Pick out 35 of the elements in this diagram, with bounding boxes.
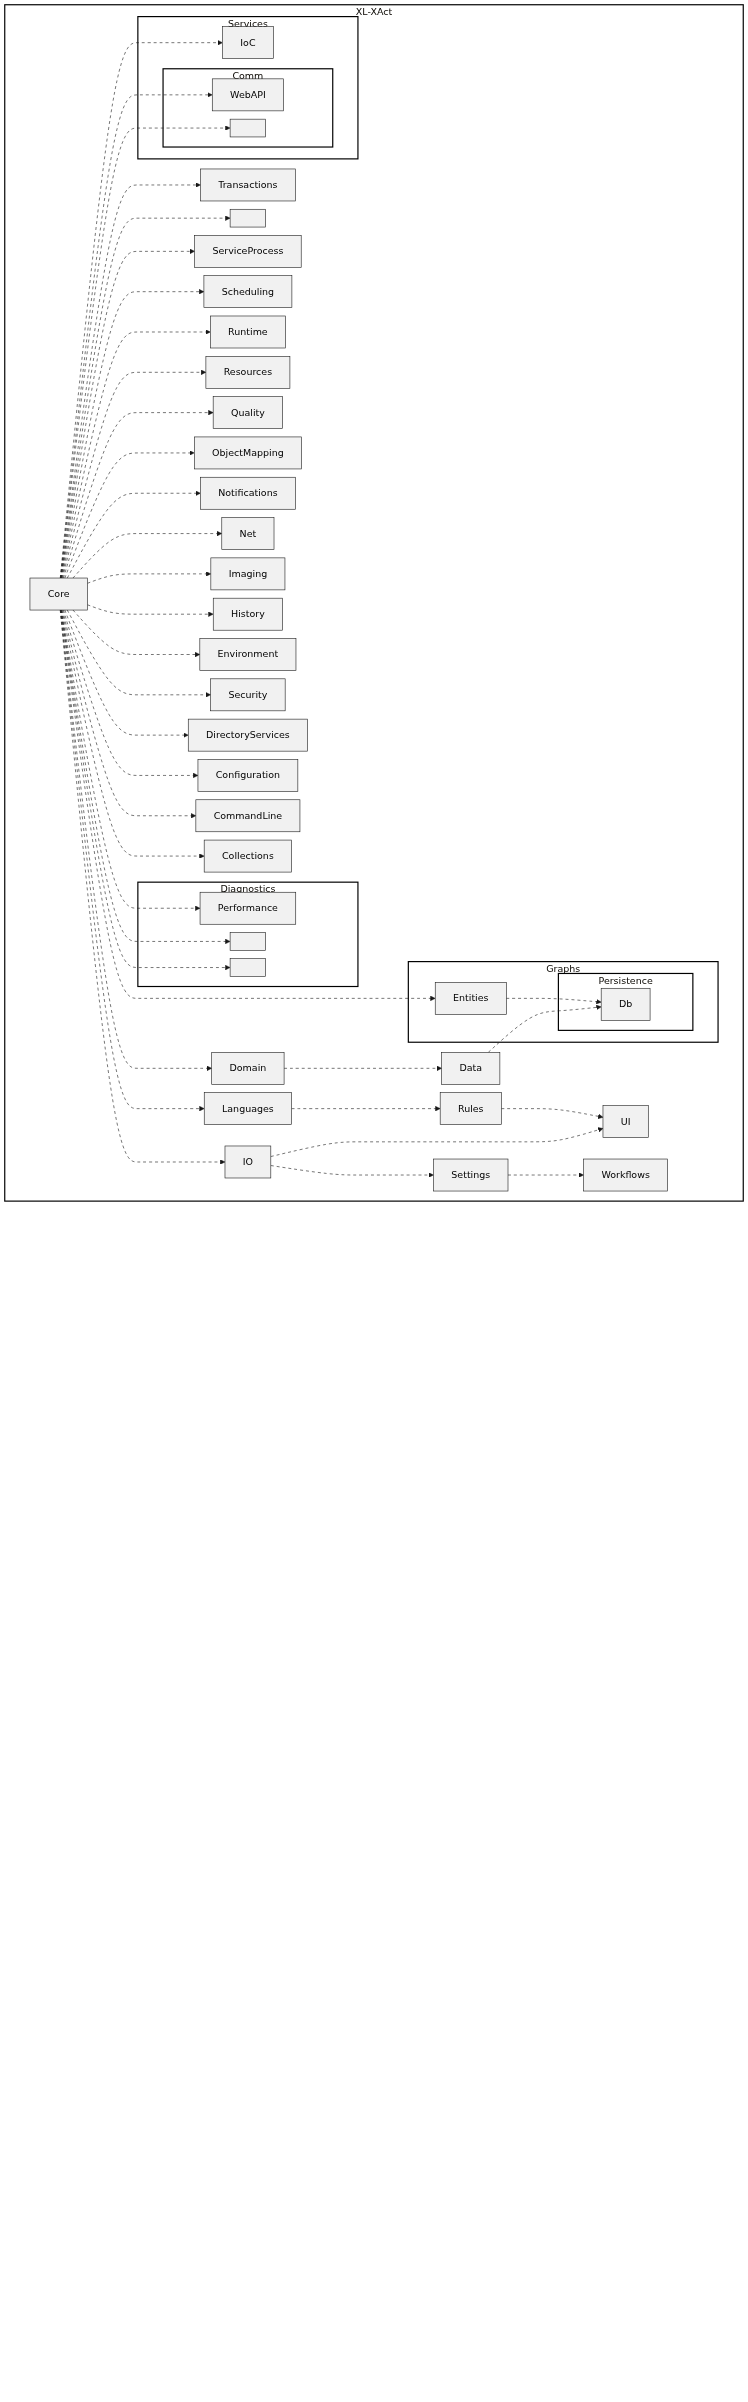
node-box: ServiceProcess <box>194 235 302 268</box>
node-box: Scheduling <box>203 275 293 308</box>
node-box: Quality <box>212 396 283 429</box>
node-box: Core <box>29 577 88 611</box>
node-box: Settings <box>433 1158 509 1192</box>
node-box: ObjectMapping <box>194 436 302 470</box>
node-box: Collections <box>203 839 292 873</box>
node-box <box>229 118 266 138</box>
node-box: DirectoryServices <box>187 718 308 752</box>
node-box: Notifications <box>200 476 296 510</box>
node-box: IoC <box>222 26 274 59</box>
node-box: Security <box>210 678 286 712</box>
node-box <box>229 209 266 228</box>
node-box: UI <box>602 1105 649 1138</box>
node-box: Rules <box>439 1092 502 1125</box>
node-box: CommandLine <box>195 799 301 833</box>
node-box: Workflows <box>583 1158 668 1192</box>
node-box: Imaging <box>210 557 286 591</box>
node-box <box>229 958 266 977</box>
node-box: Configuration <box>197 759 299 792</box>
node-box: Environment <box>199 638 297 671</box>
node-box: History <box>212 597 283 631</box>
node-box <box>229 932 266 951</box>
node-box: Performance <box>199 891 297 925</box>
node-box: Entities <box>434 982 507 1015</box>
node-box: Db <box>600 988 651 1021</box>
node-box: Net <box>221 517 275 550</box>
node-box: Languages <box>203 1092 292 1125</box>
node-box: IO <box>224 1145 272 1179</box>
node-box: Data <box>441 1052 501 1085</box>
node-box: Transactions <box>200 168 296 202</box>
node-box: Domain <box>211 1052 285 1085</box>
node-box: Runtime <box>210 315 286 349</box>
node-box: Resources <box>205 356 291 389</box>
node-box: WebAPI <box>211 78 284 112</box>
